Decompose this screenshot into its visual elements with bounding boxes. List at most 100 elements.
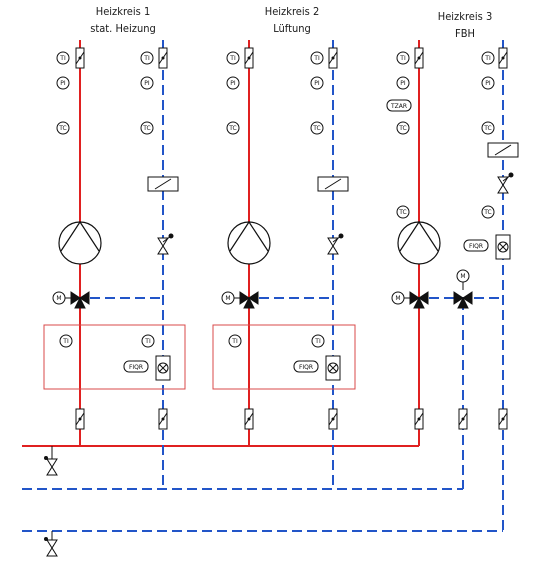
svg-text:TZAR: TZAR [390, 103, 407, 110]
circuit-2-motor: M [221, 291, 235, 305]
circuit-2-supply-sensor-bottom [244, 408, 254, 430]
svg-text:PI: PI [314, 80, 320, 87]
svg-text:TI: TI [313, 55, 320, 62]
circuit-2-ti-box-return: TI [311, 334, 325, 348]
circuit-1-subtitle: stat. Heizung [90, 22, 156, 35]
svg-text:TI: TI [399, 55, 406, 62]
circuit-3-supply-sensor-bottom [414, 408, 424, 430]
svg-text:TC: TC [228, 125, 237, 132]
circuit-1-ti-supply: TI [56, 51, 70, 65]
circuit-3-bypass-valve [453, 291, 473, 309]
circuit-1-return-sensor-bottom [158, 408, 168, 430]
svg-text:M: M [225, 295, 230, 302]
svg-text:M: M [395, 295, 400, 302]
svg-text:TI: TI [59, 55, 66, 62]
circuit-3-actuator [487, 142, 519, 158]
circuit-3-tc-lower-supply: TC [396, 205, 410, 219]
circuit-1-balancing-valve [157, 237, 169, 255]
svg-text:TC: TC [312, 125, 321, 132]
svg-text:M: M [56, 295, 61, 302]
svg-text:TI: TI [229, 55, 236, 62]
circuit-1-tc-return: TC [140, 121, 154, 135]
svg-text:TC: TC [142, 125, 151, 132]
svg-text:PI: PI [485, 80, 491, 87]
circuit-3-motor: M [391, 291, 405, 305]
circuit-3-flowmeter [495, 234, 511, 260]
circuit-1-tc-supply: TC [56, 121, 70, 135]
circuit-2-ti-return: TI [310, 51, 324, 65]
circuit-3-bypass-motor: M [456, 269, 470, 283]
svg-text:PI: PI [400, 80, 406, 87]
left-upper-shutoff-valve [46, 458, 58, 476]
circuit-3-supply-sensor-top [414, 47, 424, 69]
svg-text:TC: TC [58, 125, 67, 132]
circuit-2-pump [227, 221, 271, 265]
circuit-1-group-box [43, 324, 186, 390]
circuit-2: TI PI TC TI PI TC M TI TI FIQR [212, 40, 356, 489]
circuit-2-title: Heizkreis 2 [265, 5, 319, 18]
circuit-3-tc-return: TC [481, 121, 495, 135]
circuit-3-pi-supply: PI [396, 76, 410, 90]
circuit-3-tzar: TZAR [386, 99, 412, 112]
circuit-2-fiqr: FIQR [293, 360, 319, 373]
circuit-2-balancing-valve [327, 237, 339, 255]
svg-text:FIQR: FIQR [129, 364, 143, 371]
svg-text:TI: TI [484, 55, 491, 62]
svg-text:TC: TC [398, 209, 407, 216]
svg-text:FIQR: FIQR [299, 364, 313, 371]
circuit-2-pi-return: PI [310, 76, 324, 90]
circuit-1-fiqr: FIQR [123, 360, 149, 373]
circuit-1-pi-return: PI [140, 76, 154, 90]
svg-text:PI: PI [144, 80, 150, 87]
circuit-3-title: Heizkreis 3 [438, 10, 492, 23]
circuit-1-supply-sensor-top [75, 47, 85, 69]
circuit-1-motor: M [52, 291, 66, 305]
circuit-1-title: Heizkreis 1 [96, 5, 150, 18]
svg-text:TC: TC [483, 209, 492, 216]
circuit-3-fiqr: FIQR [463, 239, 489, 252]
circuit-2-subtitle: Lüftung [273, 22, 311, 35]
circuit-1-pi-supply: PI [56, 76, 70, 90]
circuit-3-subtitle: FBH [455, 27, 475, 40]
circuit-1-supply-sensor-bottom [75, 408, 85, 430]
circuit-3-tc-supply: TC [396, 121, 410, 135]
svg-text:TC: TC [483, 125, 492, 132]
circuit-3-return-sensor-bottom [498, 408, 508, 430]
circuit-1-return-sensor-top [158, 47, 168, 69]
circuit-1-ti-box-return: TI [141, 334, 155, 348]
svg-text:TI: TI [62, 338, 69, 345]
circuit-2-supply-sensor-top [244, 47, 254, 69]
circuit-2-tc-return: TC [310, 121, 324, 135]
circuit-1-pump [58, 221, 102, 265]
circuit-2-return-sensor-top [328, 47, 338, 69]
svg-text:FIQR: FIQR [469, 243, 483, 250]
svg-text:M: M [460, 273, 465, 280]
circuit-3-return-sensor-top [498, 47, 508, 69]
circuit-3-tc-lower-return: TC [481, 205, 495, 219]
svg-text:TC: TC [398, 125, 407, 132]
left-lower-shutoff-valve [46, 539, 58, 557]
svg-text:TI: TI [144, 338, 151, 345]
circuit-2-ti-supply: TI [226, 51, 240, 65]
circuit-1-ti-box-supply: TI [59, 334, 73, 348]
circuit-1-actuator [147, 176, 179, 192]
circuit-2-pi-supply: PI [226, 76, 240, 90]
circuit-2-tc-supply: TC [226, 121, 240, 135]
circuit-1: TI PI TC TI PI TC M TI TI FIQR [43, 40, 186, 489]
circuit-2-group-box [212, 324, 356, 390]
svg-text:TI: TI [231, 338, 238, 345]
svg-text:TI: TI [143, 55, 150, 62]
circuit-3: TI PI TZAR TC TI PI TC TC TC FIQR M M [386, 40, 519, 446]
circuit-3-balancing-valve [497, 176, 509, 194]
circuit-2-ti-box-supply: TI [228, 334, 242, 348]
circuit-3-ti-return: TI [481, 51, 495, 65]
circuit-3-bypass-sensor-bottom [458, 408, 468, 430]
svg-text:PI: PI [230, 80, 236, 87]
circuit-2-return-sensor-bottom [328, 408, 338, 430]
svg-text:TI: TI [314, 338, 321, 345]
circuit-3-ti-supply: TI [396, 51, 410, 65]
circuit-2-flowmeter [325, 355, 341, 381]
circuit-2-actuator [317, 176, 349, 192]
svg-text:PI: PI [60, 80, 66, 87]
